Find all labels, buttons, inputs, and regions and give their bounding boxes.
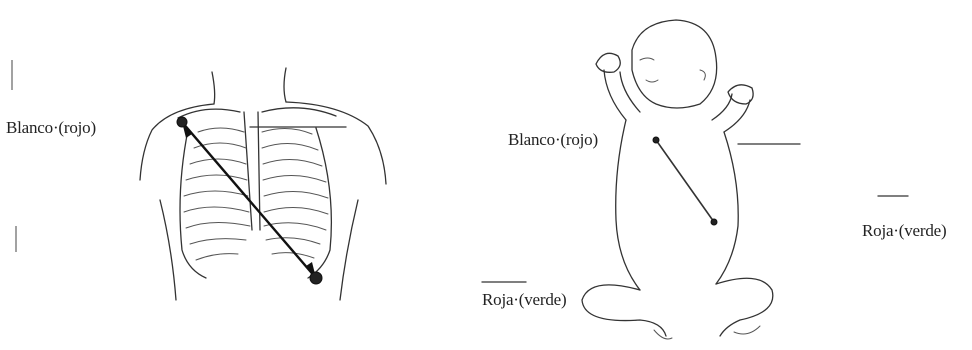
infant-red-electrode-label-right: Roja·(verde) [862, 221, 946, 241]
adult-white-electrode-label: Blanco·(rojo) [6, 118, 96, 138]
infant-red-electrode [711, 219, 717, 225]
adult-torso-illustration [140, 68, 386, 300]
adult-white-electrode [177, 117, 187, 127]
infant-white-electrode [653, 137, 659, 143]
infant-red-electrode-label-bottom: Roja·(verde) [482, 290, 566, 310]
infant-white-electrode-label: Blanco·(rojo) [508, 130, 598, 150]
adult-red-electrode [310, 272, 322, 284]
